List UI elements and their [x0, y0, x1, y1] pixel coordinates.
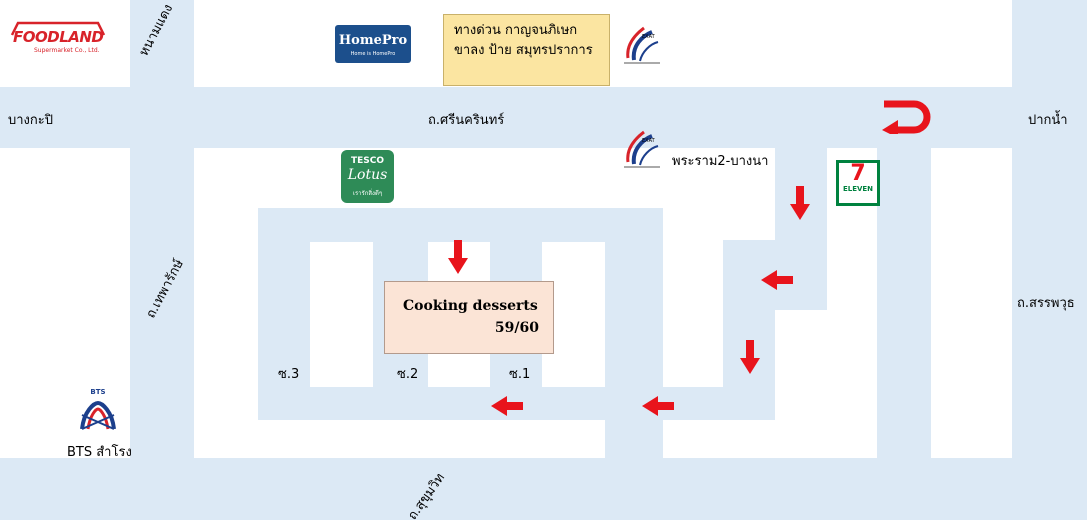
u-turn-icon — [882, 100, 931, 138]
u-turn-arrow-icon — [874, 100, 934, 138]
destination-name: Cooking desserts — [403, 298, 538, 314]
label-rama2-bangna: พระราม2-บางนา — [672, 154, 769, 169]
exat-icon — [624, 130, 660, 168]
seven-eleven-logo: 7 ELEVEN — [836, 160, 880, 206]
label-soi-1: ซ.1 — [509, 367, 531, 382]
tesco-wordmark: TESCO — [350, 156, 385, 166]
exat-label: EXAT — [642, 34, 655, 40]
road-saphanphut — [1012, 0, 1087, 470]
road-soi-divider-3 — [605, 208, 663, 460]
arrow-down-icon — [790, 186, 810, 220]
label-soi-2: ซ.2 — [397, 367, 419, 382]
arrow-down-icon — [448, 240, 468, 274]
label-bts-samrong: BTS สำโรง — [67, 445, 132, 460]
arrow-down-icon — [740, 340, 760, 374]
expressway-note: ทางด่วน กาญจนภิเษก ขาลง ป้าย สมุทรปราการ — [443, 14, 610, 86]
foodland-wordmark: FOODLAND — [13, 28, 104, 46]
expressway-note-line2: ขาลง ป้าย สมุทรปราการ — [454, 43, 593, 58]
label-soi-3: ซ.3 — [278, 367, 300, 382]
arrow-left-icon — [761, 270, 793, 290]
expressway-note-line1: ทางด่วน กาญจนภิเษก — [454, 23, 578, 38]
exat-label: EXAT — [642, 138, 655, 144]
label-bangkapi: บางกะปิ — [8, 113, 54, 128]
lotus-tagline: เรารักสิ่งดีๆ — [352, 190, 383, 197]
exat-logo-top: EXAT — [620, 24, 662, 66]
foodland-subtitle: Supermarket Co., Ltd. — [34, 47, 100, 54]
label-paknam: ปากน้ำ — [1028, 113, 1068, 128]
road-theparak — [130, 0, 194, 470]
lotus-wordmark: Lotus — [347, 167, 388, 183]
label-srinakarin: ถ.ศรีนครินทร์ — [428, 113, 505, 128]
road-soi-loop-left — [258, 208, 310, 420]
seven-digit: 7 — [850, 161, 866, 186]
tesco-lotus-logo: TESCO Lotus เรารักสิ่งดีๆ — [341, 150, 394, 203]
exat-logo-rama2: EXAT — [620, 128, 662, 170]
exat-icon — [624, 26, 660, 64]
destination-number: 59/60 — [494, 320, 539, 336]
homepro-tagline: Home is HomePro — [350, 51, 396, 57]
road-vertical-seven — [877, 140, 931, 460]
bts-logo: BTS — [78, 388, 118, 432]
arrow-left-icon — [491, 396, 523, 416]
road-soi-loop-top — [258, 208, 663, 242]
bts-logo-text: BTS — [90, 388, 106, 396]
bts-train-icon — [80, 400, 116, 430]
homepro-logo: HomePro Home is HomePro — [335, 25, 411, 63]
foodland-roof-icon — [10, 21, 106, 36]
homepro-wordmark: HomePro — [338, 33, 408, 48]
destination-box: Cooking desserts 59/60 — [384, 281, 554, 354]
eleven-wordmark: ELEVEN — [842, 185, 874, 193]
label-saphanphut: ถ.สรรพวุธ — [1017, 296, 1075, 311]
arrow-left-icon — [642, 396, 674, 416]
foodland-logo: FOODLAND Supermarket Co., Ltd. — [10, 20, 106, 56]
seven-eleven-panel — [839, 163, 877, 203]
